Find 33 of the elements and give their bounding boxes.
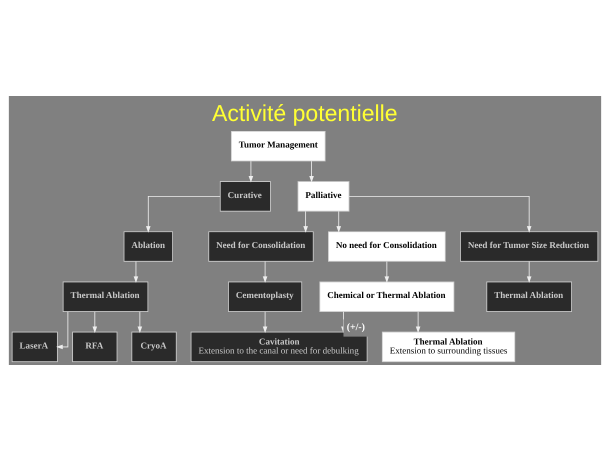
arrow (262, 311, 268, 334)
node-box: No need for Consolidation (328, 231, 446, 262)
node-box: LaserA (12, 332, 58, 362)
edge-label: (+/-) (346, 322, 365, 334)
node-box: Curative (220, 181, 271, 212)
arrow (92, 311, 98, 334)
arrow (146, 196, 221, 233)
arrow (56, 311, 68, 350)
arrow (416, 311, 420, 334)
node-box: Cementoplasty (228, 282, 302, 312)
node-box: Tumor Management (230, 130, 326, 162)
arrow (138, 311, 142, 334)
arrow (248, 160, 254, 183)
arrow (348, 196, 532, 233)
arrow (134, 261, 138, 283)
node-box: Palliative (298, 181, 350, 212)
arrow (526, 261, 532, 283)
node-box: Thermal Ablation (62, 282, 148, 312)
node-box: RFA (72, 332, 118, 362)
node-box: Thermal Ablation (486, 282, 572, 312)
arrow (309, 160, 314, 183)
arrow (384, 261, 390, 283)
node-box: Thermal Ablation Extension to surrounding tissues (382, 332, 516, 362)
node-box: Cavitation Extension to the canal or need for debulking (190, 332, 368, 362)
arrow (336, 211, 342, 233)
arrow (262, 261, 268, 283)
node-box: CryoA (131, 332, 177, 362)
diagram-title: Activité potentielle (212, 100, 398, 126)
node-box: Chemical or Thermal Ablation (319, 282, 454, 312)
node-box: Need for Tumor Size Reduction (460, 231, 598, 262)
arrow (303, 211, 308, 233)
node-box: Ablation (124, 231, 173, 262)
node-box: Need for Consolidation (208, 231, 314, 262)
